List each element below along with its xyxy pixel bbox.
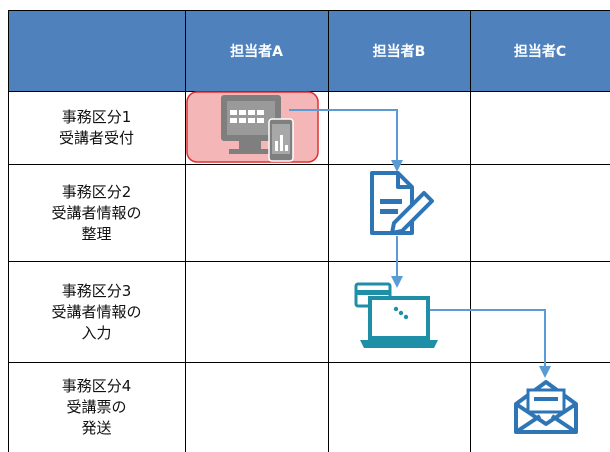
row-label-2: 事務区分2 受講者情報の 整理 [51,182,142,243]
grid-line [8,10,9,452]
header-col-a: 担当者A [185,10,328,91]
header-corner-cell [8,10,185,91]
row-label-3: 事務区分3 受講者情報の 入力 [51,281,142,342]
header-col-c: 担当者C [470,10,610,91]
computer-tablet-icon [221,95,294,162]
envelope-icon [514,380,578,434]
header-col-b: 担当者B [328,10,470,91]
grid-line [328,10,329,452]
flow-arrow-a-to-b [289,109,403,172]
grid-line [8,261,610,262]
flow-arrow-b-to-c [430,309,551,378]
document-pen-icon [370,171,434,235]
grid-line [8,10,610,11]
row-label-1: 事務区分1 受講者受付 [58,108,134,147]
laptop-card-icon [354,282,438,348]
grid-line [8,164,610,165]
grid-line [185,10,186,452]
grid-line [470,10,471,452]
row-label-4: 事務区分4 受講票の 発送 [61,377,132,437]
grid-line [8,362,610,363]
